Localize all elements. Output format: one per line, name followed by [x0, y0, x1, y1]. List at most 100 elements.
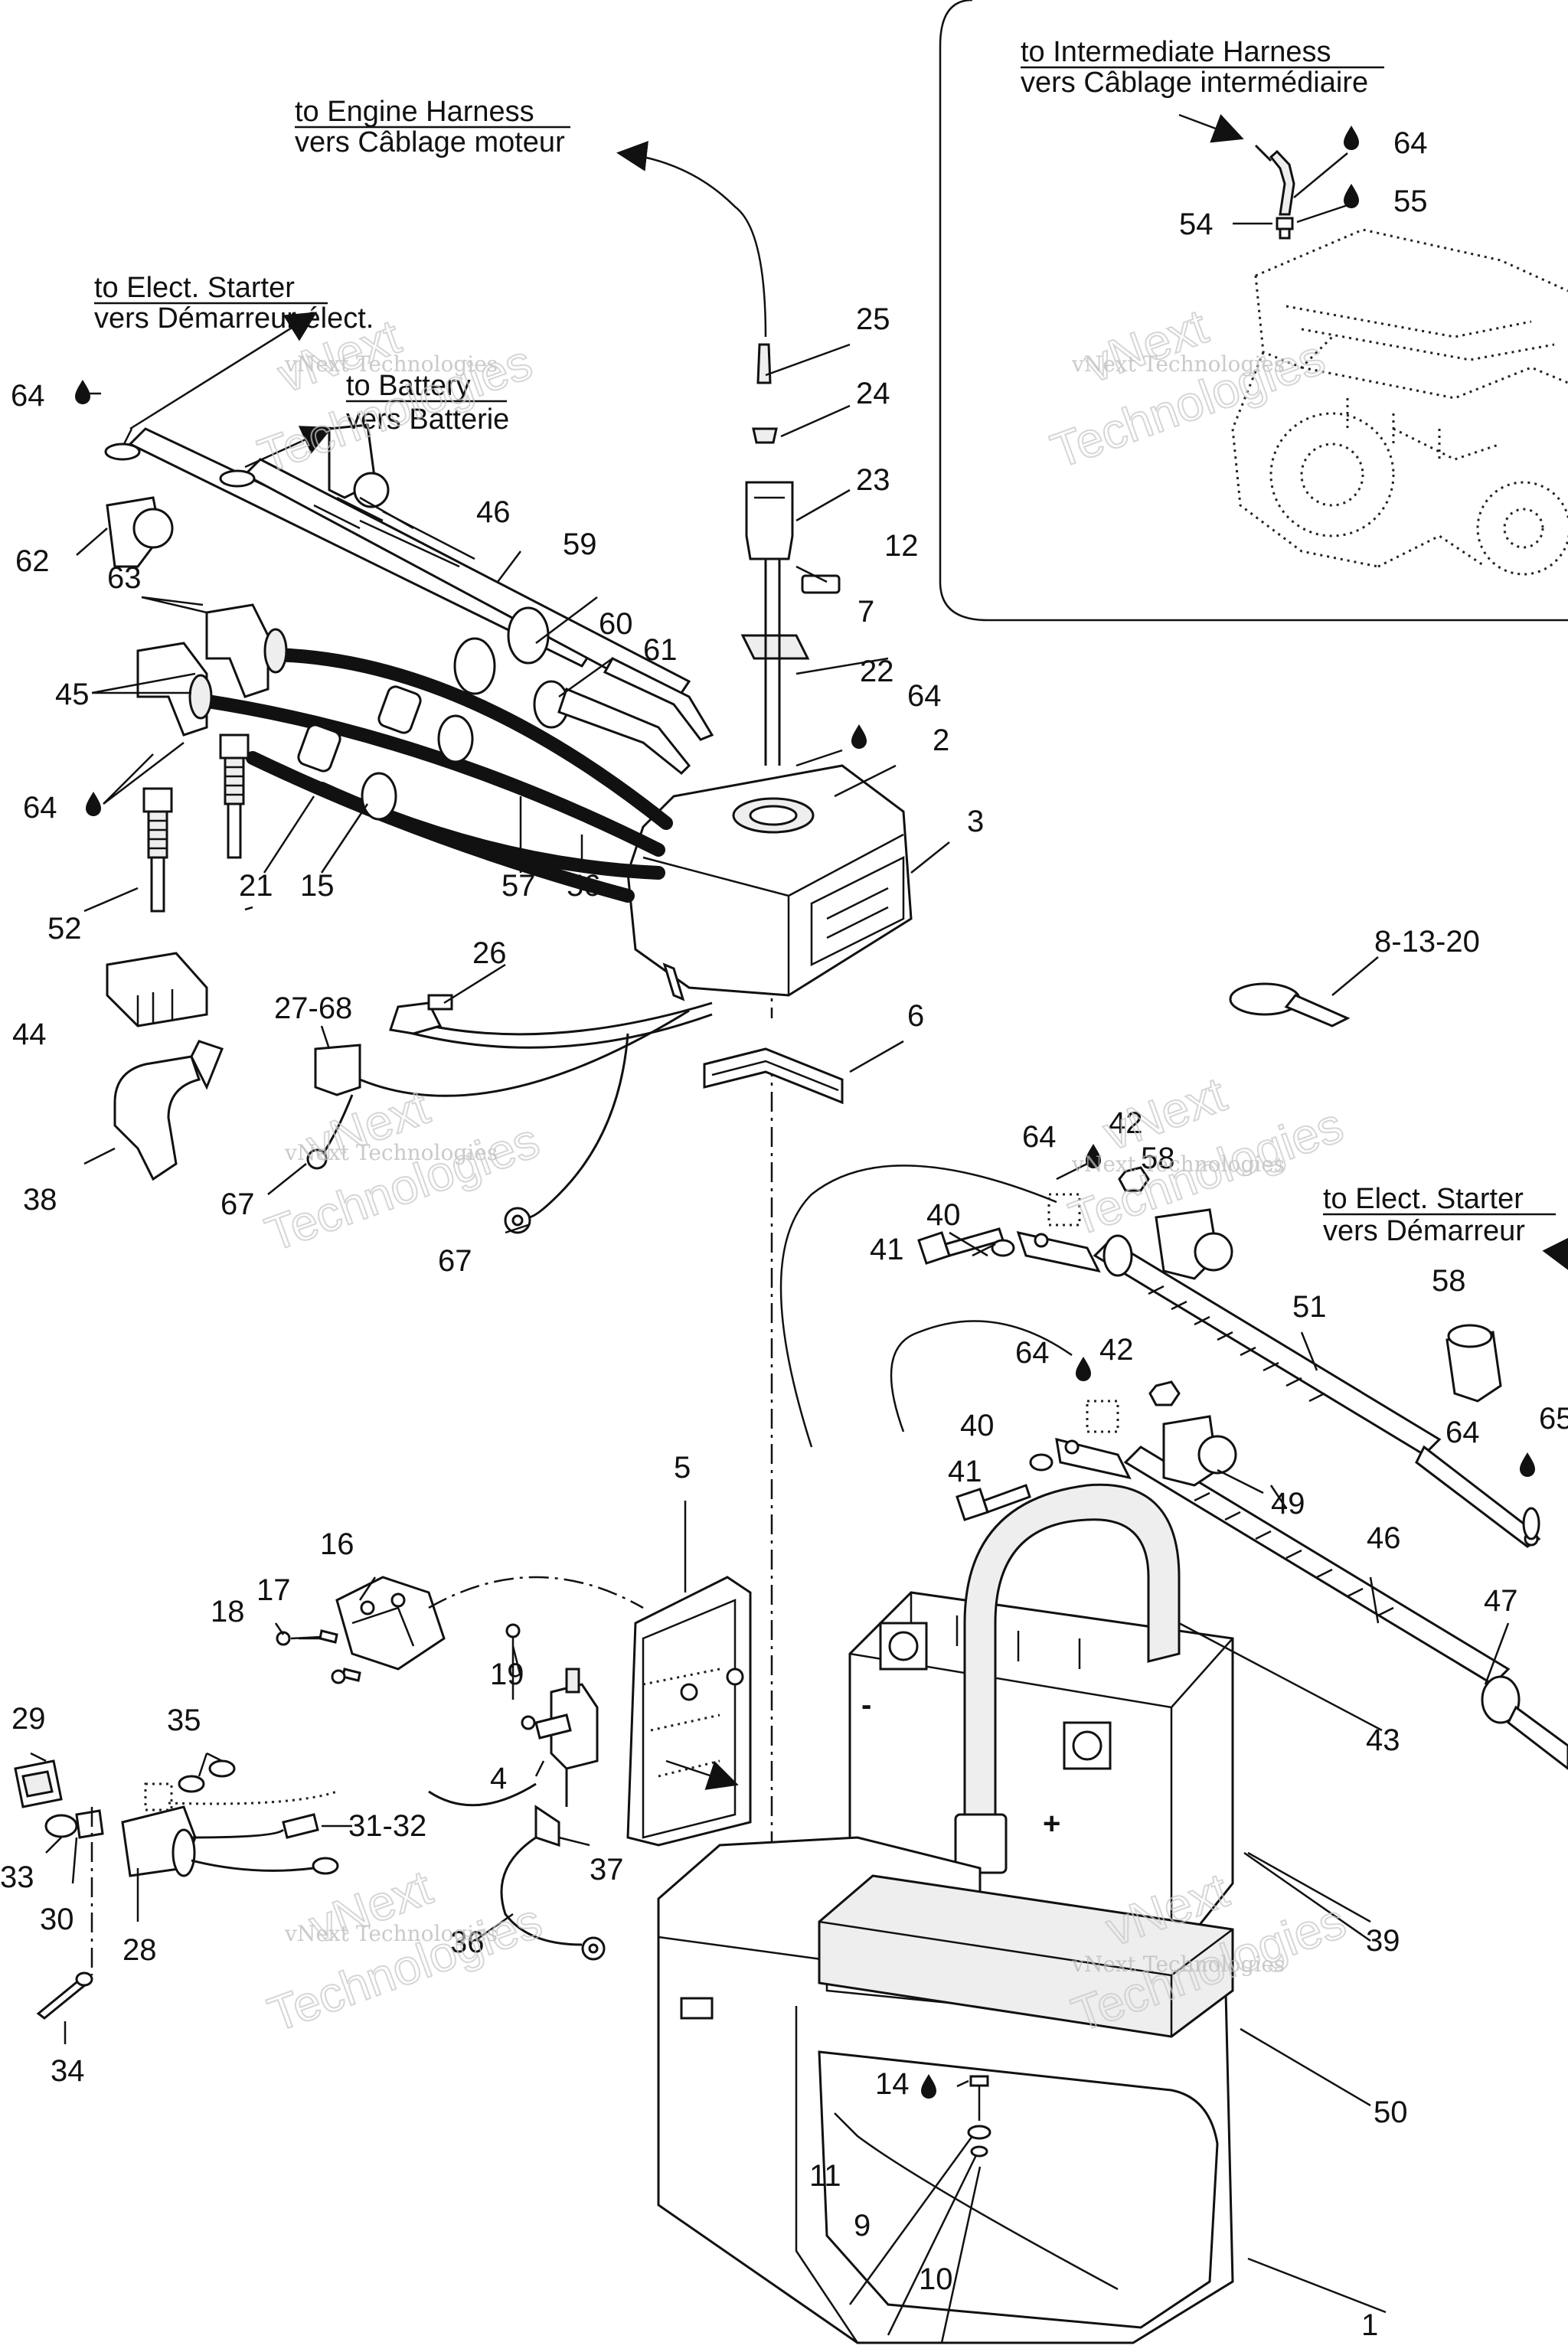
- callout-label: 27-68: [274, 991, 352, 1025]
- note-battery-en: to Battery: [346, 370, 471, 402]
- callout-label: 16: [320, 1527, 354, 1561]
- callout-label: 19: [490, 1658, 524, 1691]
- callout-label: 64: [11, 379, 45, 413]
- callout-label: 15: [300, 869, 335, 903]
- callout-label: 10: [919, 2262, 953, 2296]
- callout-label: 1: [1361, 2308, 1378, 2342]
- callout-label: 33: [0, 1860, 34, 1894]
- oil-drop-icon: [1344, 126, 1359, 150]
- spark-plug-boot: [136, 603, 288, 737]
- callout-label: 39: [1366, 1924, 1400, 1958]
- note-starter-fr: vers Démarreur élect.: [94, 302, 374, 335]
- oil-drop-icon: [1520, 1452, 1535, 1477]
- callout-label: 63: [107, 561, 142, 595]
- electrical-box: [276, 1576, 752, 1847]
- callout-label: 42: [1109, 1106, 1143, 1140]
- engine-block-icon: [1231, 228, 1568, 576]
- callout-label: 64: [1015, 1336, 1050, 1370]
- watermark-small: vNext Technologies: [1071, 1952, 1285, 1977]
- callout-label: 21: [239, 869, 273, 903]
- callout-label: 64: [1022, 1120, 1057, 1154]
- callout-label: 67: [438, 1244, 472, 1278]
- callouts: 6455542524231272264236462465963606145642…: [0, 126, 1568, 2344]
- callout-label: 28: [122, 1933, 157, 1967]
- watermark-small: vNext Technologies: [284, 1921, 498, 1946]
- callout-label: 5: [674, 1451, 691, 1485]
- callout-label: 26: [472, 936, 507, 970]
- negative-terminal-mark: -: [861, 1688, 871, 1722]
- callout-label: 46: [1367, 1521, 1401, 1555]
- note-intermediate-fr: vers Câblage intermédiaire: [1021, 67, 1368, 99]
- callout-label: 6: [907, 999, 924, 1033]
- oil-drop-icon: [1076, 1357, 1091, 1381]
- callout-label: 9: [854, 2209, 871, 2243]
- note-starter2-fr: vers Démarreur: [1323, 1215, 1525, 1247]
- callout-label: 38: [23, 1183, 57, 1217]
- callout-label: 56: [567, 869, 601, 903]
- sensor-part: [1254, 144, 1295, 240]
- spark-plug-leads: [104, 423, 714, 913]
- callout-label: 64: [1393, 126, 1428, 160]
- callout-label: 67: [220, 1187, 255, 1221]
- callout-label: 52: [47, 912, 82, 946]
- callout-label: 55: [1393, 185, 1428, 218]
- callout-label: 45: [55, 678, 90, 711]
- callout-label: 2: [933, 724, 949, 757]
- watermark-small: vNext Technologies: [1071, 1152, 1285, 1177]
- callout-label: 41: [870, 1233, 904, 1266]
- callout-label: 58: [1141, 1142, 1175, 1175]
- mounting-clamp: [113, 1040, 224, 1181]
- callout-label: 18: [211, 1595, 245, 1628]
- callout-label: 44: [12, 1018, 47, 1051]
- callout-label: 51: [1292, 1290, 1327, 1324]
- callout-label: 3: [967, 805, 984, 838]
- callout-label: 4: [490, 1762, 507, 1795]
- callout-label: 40: [926, 1198, 961, 1232]
- note-starter2-en: to Elect. Starter: [1323, 1183, 1524, 1215]
- note-engine-en: to Engine Harness: [295, 96, 534, 128]
- watermark-small: vNext Technologies: [284, 351, 498, 377]
- callout-label: 30: [40, 1903, 74, 1936]
- callout-label: 64: [907, 679, 942, 713]
- harness-connector-stack: [616, 140, 841, 766]
- callout-label: 54: [1179, 207, 1214, 241]
- battery-cables: [779, 1165, 1568, 1770]
- callout-label: 50: [1374, 2096, 1408, 2129]
- callout-label: 65: [1539, 1402, 1568, 1436]
- callout-label: 40: [960, 1409, 995, 1442]
- callout-label: 58: [1432, 1264, 1466, 1298]
- callout-label: 59: [563, 528, 597, 561]
- grommet: [703, 1047, 844, 1105]
- wire-clip: [106, 952, 208, 1027]
- callout-label: 34: [51, 2054, 85, 2088]
- callout-label: 31-32: [348, 1809, 426, 1843]
- callout-label: 42: [1099, 1333, 1134, 1367]
- battery-box: [657, 1836, 1234, 2344]
- watermark-small: vNext Technologies: [284, 1140, 498, 1165]
- note-engine-fr: vers Câblage moteur: [295, 126, 565, 158]
- callout-label: 57: [501, 869, 536, 903]
- positive-terminal-mark: +: [1043, 1807, 1060, 1841]
- note-intermediate-en: to Intermediate Harness: [1021, 36, 1331, 68]
- callout-label: 36: [450, 1926, 485, 1959]
- callout-label: 11: [809, 2159, 841, 2193]
- callout-label: 24: [856, 377, 890, 410]
- ground-wire: [500, 1805, 606, 1961]
- oil-drop-icon: [1344, 184, 1359, 208]
- callout-label: 64: [23, 791, 57, 825]
- note-starter-en: to Elect. Starter: [94, 272, 295, 304]
- ignition-housing: [626, 764, 913, 1001]
- sensor-wiring: [306, 994, 713, 1234]
- notes: to Engine Harness vers Câblage moteur to…: [94, 36, 1568, 1272]
- watermark-small: vNext Technologies: [1071, 351, 1285, 377]
- callout-label: 7: [858, 595, 874, 629]
- callout-label: 60: [599, 607, 633, 641]
- callout-label: 17: [256, 1573, 291, 1607]
- engine-inset: [939, 0, 1568, 622]
- note-battery-fr: vers Batterie: [346, 403, 509, 436]
- spark-plug-icon: [142, 733, 250, 913]
- callout-label: 29: [11, 1702, 46, 1736]
- callout-label: 43: [1366, 1723, 1400, 1757]
- callout-label: 47: [1484, 1584, 1518, 1618]
